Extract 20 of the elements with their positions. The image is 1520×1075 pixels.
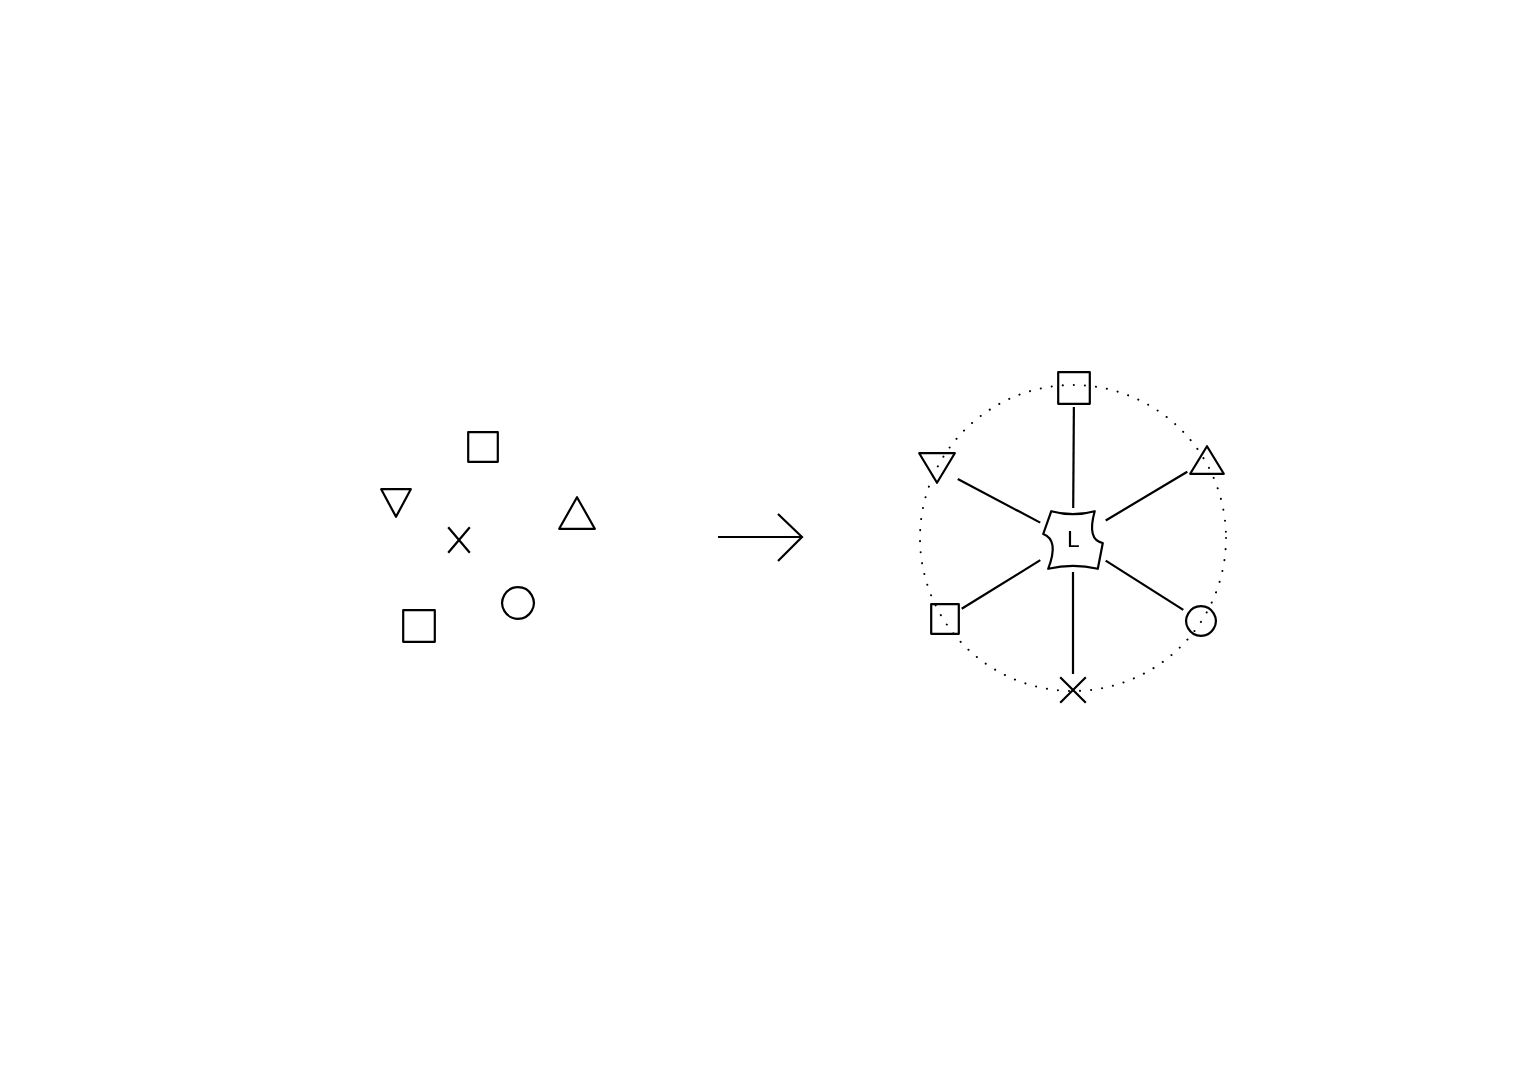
square-symbol bbox=[467, 431, 499, 463]
square-symbol bbox=[930, 603, 960, 635]
connector-line bbox=[1105, 470, 1188, 522]
circle-symbol bbox=[501, 586, 535, 620]
node-letter: L bbox=[1066, 529, 1080, 551]
connector-line bbox=[957, 478, 1041, 524]
connector-line bbox=[1072, 407, 1075, 508]
cross-symbol bbox=[447, 526, 471, 554]
shape-node bbox=[1042, 510, 1104, 570]
cross-symbol bbox=[1059, 676, 1087, 704]
connector-line bbox=[1105, 559, 1184, 611]
triangle-symbol bbox=[558, 496, 596, 530]
triangle-symbol bbox=[380, 488, 412, 518]
square-symbol bbox=[1057, 371, 1091, 405]
triangle-symbol bbox=[918, 452, 956, 484]
connector-line bbox=[1071, 572, 1075, 674]
connector-line bbox=[961, 559, 1041, 610]
triangle-symbol bbox=[1189, 445, 1225, 475]
circle-symbol bbox=[1185, 605, 1217, 637]
square-symbol bbox=[402, 609, 436, 643]
